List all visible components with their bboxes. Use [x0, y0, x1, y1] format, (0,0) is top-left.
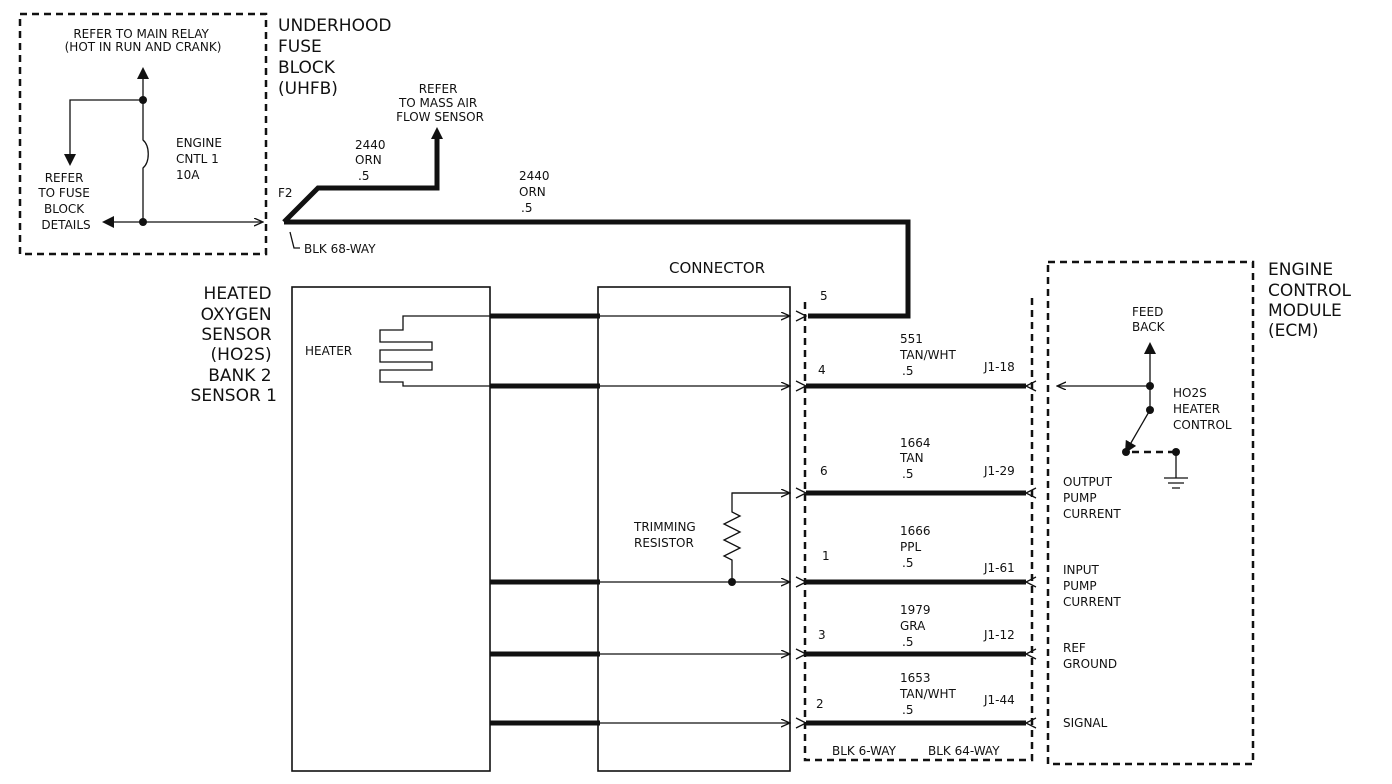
pin-2: 2	[816, 697, 824, 711]
heater-label: HEATER	[305, 344, 352, 358]
fuse-block-title: UNDERHOOD FUSE BLOCK (UHFB)	[278, 16, 397, 99]
feed-wires: REFER TO MASS AIR FLOW SENSOR 2440 ORN .…	[282, 82, 911, 319]
connector-title: CONNECTOR	[669, 259, 765, 277]
ecm-pin-j1-18: J1-18	[983, 360, 1015, 374]
fuse-details-ref: REFER TO FUSE BLOCK DETAILS	[37, 171, 93, 232]
fuse-connector-label: BLK 68-WAY	[304, 242, 376, 256]
harness: 5 4 551 TAN/WHT .5 J1-18 6 1664 TAN .5 J…	[795, 289, 1037, 762]
wire-2440-label-b: 2440 ORN .5	[519, 169, 553, 215]
input-pump-current-label: INPUT PUMP CURRENT	[1063, 563, 1121, 609]
ecm-title: ENGINE CONTROL MODULE (ECM)	[1268, 260, 1356, 341]
ecm-pin-j1-61: J1-61	[983, 561, 1015, 575]
wire-1979-label: 1979 GRA .5	[900, 603, 934, 649]
heater-element	[379, 315, 490, 387]
wire-551-label: 551 TAN/WHT .5	[899, 332, 960, 378]
ecm-pin-j1-29: J1-29	[983, 464, 1015, 478]
pin-1: 1	[822, 549, 830, 563]
heater-control-switch	[1124, 409, 1151, 454]
fuse-symbol	[142, 100, 149, 180]
sensor-connector-wires	[490, 316, 789, 723]
sensor-title: HEATED OXYGEN SENSOR (HO2S) BANK 2 SENSO…	[191, 284, 277, 406]
ecm-boundary	[1046, 260, 1255, 766]
fuse-label: ENGINE CNTL 1 10A	[176, 136, 226, 182]
maf-ref: REFER TO MASS AIR FLOW SENSOR	[396, 82, 484, 124]
feedback-label: FEED BACK	[1132, 305, 1167, 334]
connector-body	[597, 286, 791, 772]
ref-ground-label: REF GROUND	[1063, 641, 1117, 671]
fuse-block-boundary	[18, 12, 268, 256]
sensor-feed-wire	[284, 219, 911, 319]
fuse-block: REFER TO MAIN RELAY (HOT IN RUN AND CRAN…	[18, 12, 397, 256]
fuse-details-arrow-up	[64, 99, 143, 166]
fuse-terminal: F2	[278, 186, 293, 200]
wire-1653-label: 1653 TAN/WHT .5	[899, 671, 960, 717]
trimming-resistor-label: TRIMMING RESISTOR	[633, 520, 700, 550]
trimming-resistor	[722, 492, 789, 582]
wire-1666-label: 1666 PPL .5	[900, 524, 934, 570]
main-relay-ref: REFER TO MAIN RELAY (HOT IN RUN AND CRAN…	[65, 27, 222, 54]
pin-6: 6	[820, 464, 828, 478]
pin-3: 3	[818, 628, 826, 642]
oxygen-sensor: HEATED OXYGEN SENSOR (HO2S) BANK 2 SENSO…	[191, 284, 491, 772]
ecm: ENGINE CONTROL MODULE (ECM) FEED BACK HO…	[1046, 260, 1356, 766]
output-pump-current-label: OUTPUT PUMP CURRENT	[1063, 475, 1121, 521]
signal-label: SIGNAL	[1063, 716, 1108, 730]
pin-5: 5	[820, 289, 828, 303]
connector-64way-label: BLK 64-WAY	[928, 744, 1000, 758]
harness-connector-outline	[803, 294, 1034, 762]
sensor-body	[291, 286, 491, 772]
ecm-pin-j1-44: J1-44	[983, 693, 1015, 707]
ground-icon	[1164, 477, 1188, 489]
pin-4: 4	[818, 363, 826, 377]
wire-1664-label: 1664 TAN .5	[899, 436, 934, 481]
maf-wire	[282, 148, 440, 224]
ecm-pin-j1-12: J1-12	[983, 628, 1015, 642]
wire-2440-label-a: 2440 ORN .5	[355, 138, 389, 183]
inline-connector: CONNECTOR TRIMMING RESISTOR	[597, 259, 791, 772]
connector-6way-label: BLK 6-WAY	[832, 744, 897, 758]
heater-control-label: HO2S HEATER CONTROL	[1173, 386, 1232, 432]
